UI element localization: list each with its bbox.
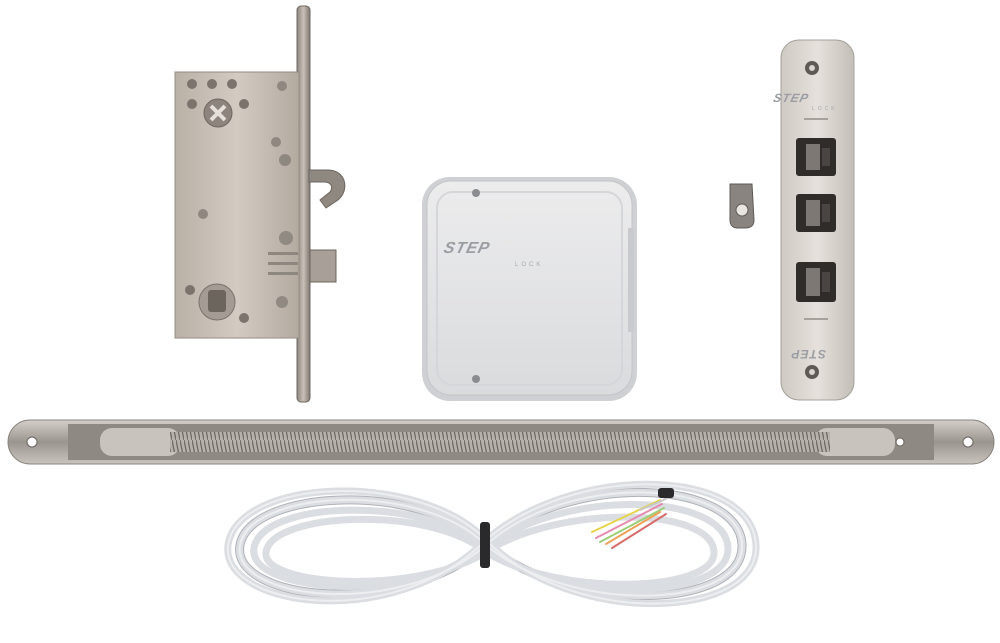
mount-hole-icon (962, 436, 974, 448)
box-brand-sub: LOCK (515, 262, 543, 268)
electric-strike-plate: STEP LOCK STEP (772, 39, 855, 401)
coiled-cable (224, 480, 760, 608)
small-bracket (729, 183, 755, 229)
screw-icon (472, 189, 480, 197)
wire-ends (591, 497, 669, 549)
spring (170, 432, 830, 452)
screw-icon (472, 375, 480, 383)
power-transfer-spring-loop (7, 419, 995, 465)
control-unit-box: STEP LOCK (422, 177, 637, 401)
hook-bolt (308, 169, 346, 209)
strike-brand-logo: STEP (772, 91, 811, 105)
strike-slot (796, 138, 836, 176)
strike-brand-logo-inverted: STEP (791, 347, 826, 361)
strike-brand-sub: LOCK (812, 106, 838, 112)
cable-tie (480, 522, 490, 568)
latch-bolt (309, 249, 337, 283)
mount-hole-icon (26, 436, 38, 448)
strike-slot (796, 262, 836, 302)
box-brand-logo: STEP (442, 239, 492, 257)
strike-slot (796, 194, 836, 232)
mortise-lock-body (174, 5, 346, 403)
lock-case (174, 71, 300, 339)
